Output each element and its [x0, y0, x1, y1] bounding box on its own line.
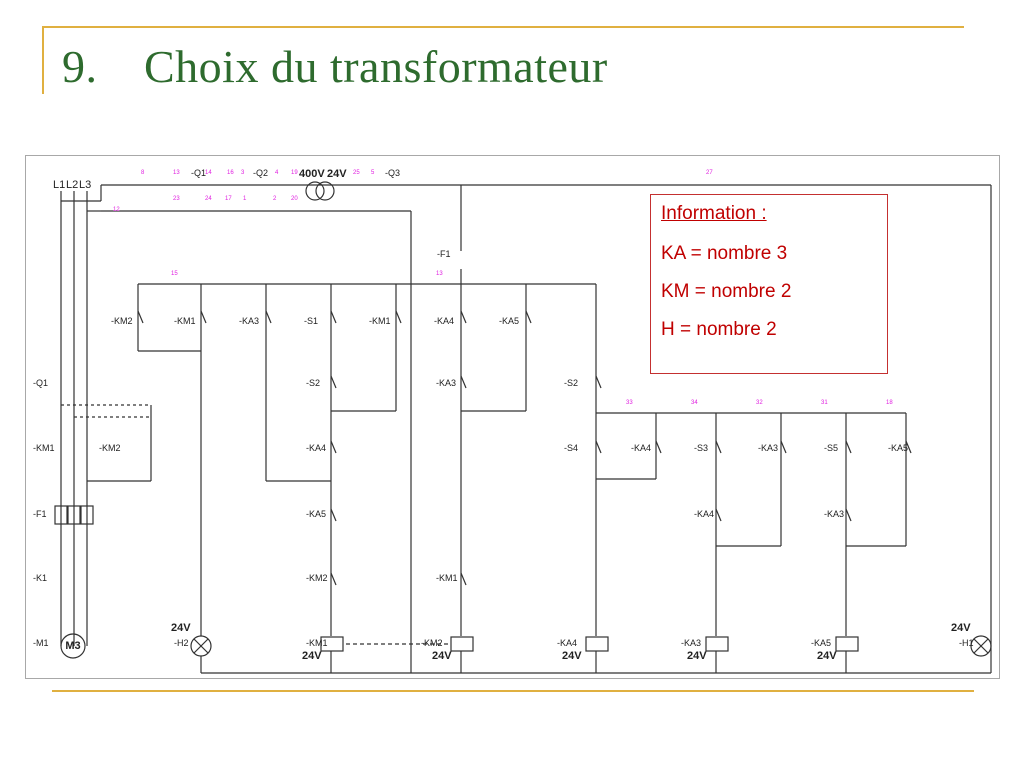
wire-number: 16: [227, 170, 234, 176]
supply-label: 24V: [687, 650, 707, 662]
top-accent-rule: [42, 26, 964, 28]
page-title: 9. Choix du transformateur: [62, 40, 608, 93]
title-number: 9.: [62, 41, 98, 92]
wire-number: 12: [113, 207, 120, 213]
series-contact-label: -KA3: [436, 378, 456, 388]
info-line-km: KM = nombre 2: [661, 281, 792, 302]
title-text: Choix du transformateur: [144, 41, 608, 92]
supply-label: 24V: [302, 650, 322, 662]
branch-contact-label: -KA5: [499, 316, 519, 326]
q1-label: -Q1: [191, 168, 206, 178]
wire-number: 13: [173, 170, 180, 176]
wire-number: 34: [691, 400, 698, 406]
wire-number: 18: [886, 400, 893, 406]
series-contact-label: -S4: [564, 443, 578, 453]
series-contact-label: -KA4: [631, 443, 651, 453]
wire-number: 23: [173, 196, 180, 202]
series-contact-label: -KM1: [436, 573, 458, 583]
coil-label: -KA5: [811, 638, 831, 648]
info-line-h: H = nombre 2: [661, 319, 777, 340]
wire-number: 33: [626, 400, 633, 406]
series-contact-label: -S2: [564, 378, 578, 388]
wire-number: 19: [291, 170, 298, 176]
series-contact-label: -KA4: [694, 509, 714, 519]
series-contact-label: -S2: [306, 378, 320, 388]
wire-number: 1: [243, 196, 247, 202]
wire-number: 2: [273, 196, 277, 202]
series-contact-label: -KM1: [306, 638, 328, 648]
branch-contact-label: -KM2: [111, 316, 133, 326]
series-contact-label: -KA5: [888, 443, 908, 453]
coil-label: -KA4: [557, 638, 577, 648]
left-accent-rule: [42, 26, 44, 94]
wire-number: 17: [225, 196, 232, 202]
supply-label: 24V: [171, 622, 191, 634]
wire-number: 31: [821, 400, 828, 406]
power-label: -M1: [33, 638, 49, 648]
power-label: -Q1: [33, 378, 48, 388]
phase-label: L2: [66, 179, 78, 191]
series-contact-label: -S5: [824, 443, 838, 453]
wire-number: 13: [436, 271, 443, 277]
wire-number: 32: [756, 400, 763, 406]
wire-number: 4: [275, 170, 279, 176]
f1-label: -F1: [437, 249, 451, 259]
power-label: -K1: [33, 573, 47, 583]
wire-number: 15: [171, 271, 178, 277]
branch-contact-label: -KM1: [369, 316, 391, 326]
power-label: -KM2: [99, 443, 121, 453]
wire-number: 14: [205, 170, 212, 176]
info-heading: Information :: [661, 203, 767, 224]
power-label: -KM1: [33, 443, 55, 453]
wire-number: 24: [205, 196, 212, 202]
bottom-accent-rule: [52, 690, 974, 692]
lamp-label: -H2: [174, 638, 189, 648]
series-contact-label: -KM2: [306, 573, 328, 583]
series-contact-label: -KA5: [306, 509, 326, 519]
wire-number: 3: [241, 170, 245, 176]
series-contact-label: -KA3: [758, 443, 778, 453]
info-box: Information : KA = nombre 3 KM = nombre …: [650, 194, 888, 374]
branch-contact-label: -KM1: [174, 316, 196, 326]
transformer-secondary: 24V: [327, 168, 347, 180]
wire-number: 20: [291, 196, 298, 202]
branch-contact-label: -S1: [304, 316, 318, 326]
series-contact-label: -KA3: [824, 509, 844, 519]
motor-label: M3: [65, 640, 80, 652]
lamp-label: -H1: [959, 638, 974, 648]
series-contact-label: -KA4: [306, 443, 326, 453]
info-line-ka: KA = nombre 3: [661, 243, 788, 264]
power-label: -F1: [33, 509, 47, 519]
transformer-primary: 400V: [299, 168, 325, 180]
wire-number: 25: [353, 170, 360, 176]
wire-number: 27: [706, 170, 713, 176]
coil-label: -KA3: [681, 638, 701, 648]
series-contact-label: -S3: [694, 443, 708, 453]
wire-number: 8: [141, 170, 145, 176]
q2-label: -Q2: [253, 168, 268, 178]
supply-label: 24V: [817, 650, 837, 662]
supply-label: 24V: [951, 622, 971, 634]
q3-label: -Q3: [385, 168, 400, 178]
phase-label: L3: [79, 179, 91, 191]
supply-label: 24V: [432, 650, 452, 662]
wire-number: 5: [371, 170, 375, 176]
phase-label: L1: [53, 179, 65, 191]
branch-contact-label: -KA4: [434, 316, 454, 326]
series-contact-label: -KM2: [421, 638, 443, 648]
schematic-svg: L1L2L3400V24V-Q1-Q2-Q3-F1-Q1-KM1-F1-K1-M…: [33, 168, 992, 674]
supply-label: 24V: [562, 650, 582, 662]
branch-contact-label: -KA3: [239, 316, 259, 326]
